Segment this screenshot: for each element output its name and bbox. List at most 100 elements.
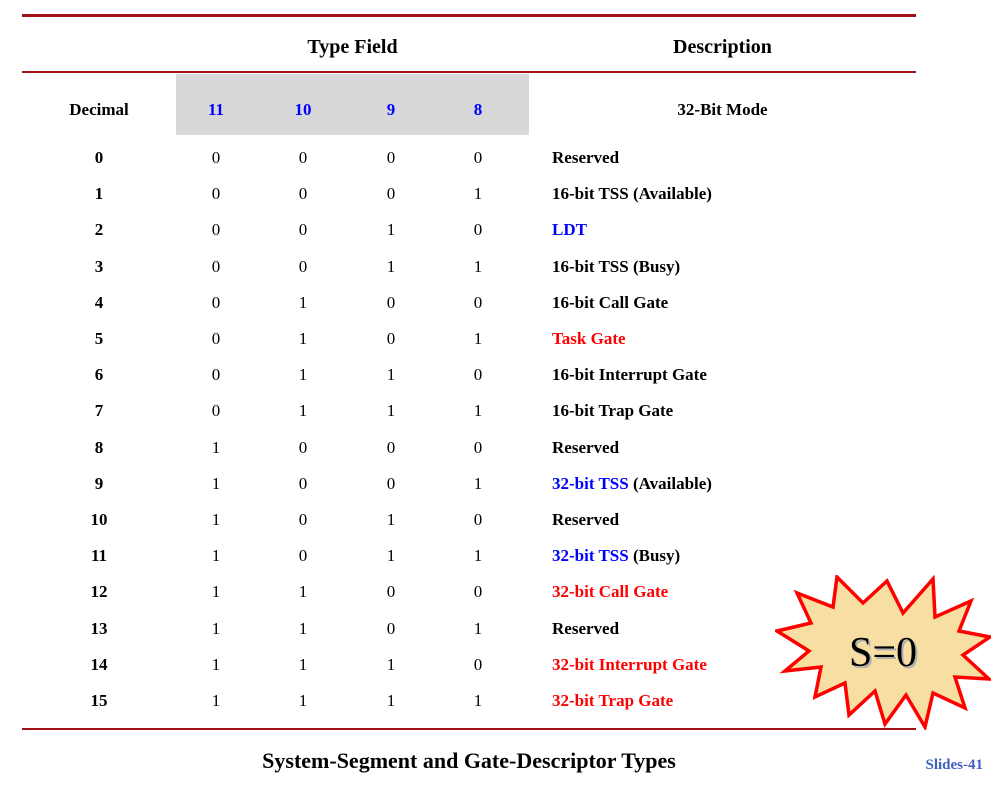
cell-description: 32-bit TSS (Busy): [552, 538, 916, 574]
cell-bit-11: 1: [211, 473, 221, 493]
rule-header: [22, 71, 916, 73]
cell-bit-9: 1: [386, 220, 396, 240]
slide-number: Slides-41: [925, 757, 983, 773]
cell-decimal: 15: [90, 691, 108, 710]
cell-bit-11: 0: [211, 220, 221, 240]
description-part: (Busy): [628, 546, 681, 566]
column-header-bit-10: 10: [294, 100, 312, 119]
rule-bottom: [22, 728, 916, 730]
cell-description: Reserved: [552, 510, 620, 529]
description-part: (Available): [628, 473, 712, 493]
cell-bit-10: 0: [298, 256, 308, 276]
cell-bit-11: 0: [211, 148, 221, 167]
cell-decimal: 9: [94, 473, 104, 493]
cell-bit-8: 1: [473, 473, 483, 493]
cell-bit-9: 1: [386, 691, 396, 710]
cell-bit-11: 1: [211, 546, 221, 566]
cell-decimal: 0: [94, 148, 104, 167]
cell-decimal: 11: [90, 546, 108, 566]
cell-bit-8: 0: [473, 654, 483, 674]
cell-bit-10: 0: [298, 148, 308, 167]
cell-bit-11: 0: [211, 256, 221, 276]
rule-top: [22, 14, 916, 17]
cell-bit-10: 1: [298, 691, 308, 710]
cell-description: 32-bit TSS (Available): [552, 466, 916, 502]
cell-decimal: 6: [94, 365, 104, 385]
bit-columns-shaded-band: [176, 74, 529, 135]
cell-bit-8: 0: [473, 437, 483, 457]
cell-decimal: 7: [94, 401, 104, 421]
figure-caption: System-Segment and Gate-Descriptor Types: [262, 748, 676, 773]
cell-bit-8: 0: [473, 220, 483, 240]
cell-bit-8: 0: [473, 148, 483, 167]
cell-description: Reserved: [552, 437, 620, 457]
cell-description: 32-bit Trap Gate: [552, 691, 674, 710]
cell-description: 32-bit Call Gate: [552, 582, 669, 602]
column-header-bit-11: 11: [207, 100, 225, 119]
cell-bit-9: 1: [386, 546, 396, 566]
column-header-bit-9: 9: [386, 100, 396, 119]
cell-bit-9: 1: [386, 401, 396, 421]
cell-description: Reserved: [552, 148, 620, 167]
table-row: 0 0 0 0 0 Reserved: [0, 140, 1001, 176]
cell-bit-9: 0: [386, 148, 396, 167]
cell-bit-9: 1: [386, 256, 396, 276]
cell-decimal: 10: [90, 510, 108, 529]
cell-bit-10: 0: [298, 184, 308, 204]
cell-bit-11: 1: [211, 437, 221, 457]
cell-description: 16-bit Interrupt Gate: [552, 365, 707, 385]
cell-bit-8: 1: [473, 184, 483, 204]
cell-bit-11: 1: [211, 691, 221, 710]
cell-description: 16-bit TSS (Available): [552, 184, 712, 204]
cell-bit-10: 0: [298, 473, 308, 493]
cell-bit-8: 1: [473, 256, 483, 276]
cell-bit-11: 0: [211, 401, 221, 421]
cell-bit-11: 0: [211, 329, 221, 348]
column-group-header-description: Description: [673, 36, 772, 58]
cell-description: Task Gate: [552, 329, 626, 348]
cell-decimal: 4: [94, 292, 104, 312]
cell-description: 32-bit Interrupt Gate: [552, 654, 707, 674]
cell-bit-10: 1: [298, 654, 308, 674]
cell-bit-8: 0: [473, 365, 483, 385]
cell-bit-9: 0: [386, 437, 396, 457]
cell-bit-11: 1: [211, 618, 221, 638]
cell-bit-8: 1: [473, 691, 483, 710]
cell-bit-9: 0: [386, 329, 396, 348]
cell-bit-11: 1: [211, 654, 221, 674]
description-part: 32-bit TSS: [552, 546, 629, 566]
cell-bit-9: 0: [386, 618, 396, 638]
cell-bit-10: 1: [298, 401, 308, 421]
cell-bit-10: 0: [298, 546, 308, 566]
cell-bit-8: 1: [473, 329, 483, 348]
cell-decimal: 13: [90, 618, 108, 638]
cell-bit-11: 0: [211, 365, 221, 385]
cell-decimal: 1: [94, 184, 104, 204]
cell-decimal: 3: [94, 256, 104, 276]
cell-bit-9: 1: [386, 654, 396, 674]
cell-bit-10: 0: [298, 510, 308, 529]
cell-decimal: 8: [94, 437, 104, 457]
column-header-decimal: Decimal: [69, 100, 129, 119]
cell-decimal: 12: [90, 582, 108, 602]
cell-bit-9: 0: [386, 473, 396, 493]
cell-bit-9: 1: [386, 510, 396, 529]
cell-description: Reserved: [552, 618, 620, 638]
cell-bit-9: 1: [386, 365, 396, 385]
cell-decimal: 2: [94, 220, 104, 240]
table-row: 9 1 0 0 1 32-bit TSS (Available): [0, 466, 1001, 502]
cell-bit-10: 0: [298, 220, 308, 240]
cell-bit-8: 1: [473, 401, 483, 421]
cell-bit-9: 0: [386, 292, 396, 312]
table-row: 15 1 1 1 1 32-bit Trap Gate: [0, 683, 1001, 719]
